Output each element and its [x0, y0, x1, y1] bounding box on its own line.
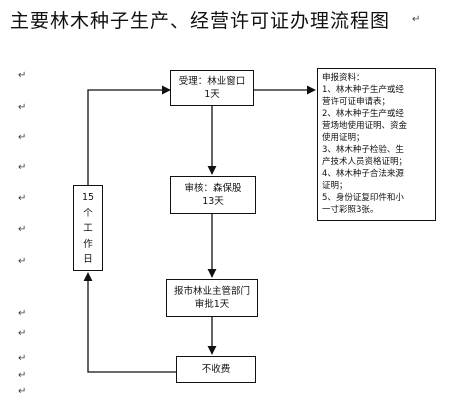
paragraph-mark: ↵	[18, 328, 27, 339]
workdays-node: 15 个 工 作 日	[73, 185, 103, 271]
materials-line: 4、林木种子合法来源	[322, 169, 404, 179]
materials-line: 1、林木种子生产或经	[322, 85, 404, 95]
paragraph-mark: ↵	[18, 132, 27, 143]
materials-box: 申报资料： 1、林木种子生产或经 营许可证申请表； 2、林木种子生产或经 营场地…	[317, 68, 436, 221]
materials-line: 2、林木种子生产或经	[322, 109, 404, 119]
workdays-line-3: 工	[83, 223, 93, 234]
paragraph-mark: ↵	[412, 14, 421, 25]
arrow-to-accept	[87, 85, 171, 185]
paragraph-mark: ↵	[18, 224, 27, 235]
materials-line: 产技术人员资格证明；	[322, 157, 408, 167]
review-node: 审核：森保股 13天	[170, 176, 256, 214]
paragraph-mark: ↵	[18, 308, 27, 319]
page-title: 主要林木种子生产、经营许可证办理流程图	[10, 10, 391, 32]
approve-node: 报市林业主管部门 审批1天	[166, 279, 258, 317]
paragraph-mark: ↵	[18, 102, 27, 113]
arrow-to-workdays	[83, 272, 176, 373]
fee-node: 不收费	[176, 356, 256, 383]
paragraph-mark: ↵	[18, 353, 27, 364]
accept-line-2: 1天	[204, 89, 220, 100]
paragraph-mark: ↵	[18, 162, 27, 173]
materials-line: 申报资料：	[322, 73, 365, 83]
fee-line-1: 不收费	[201, 364, 231, 375]
paragraph-mark: ↵	[18, 256, 27, 267]
materials-line: 3、林木种子检验、生	[322, 145, 404, 155]
paragraph-mark: ↵	[18, 370, 27, 381]
paragraph-mark: ↵	[18, 70, 27, 81]
paragraph-mark: ↵	[18, 386, 27, 397]
materials-line: 证明；	[322, 181, 348, 191]
paragraph-mark: ↵	[18, 193, 27, 204]
approve-line-2: 审批1天	[194, 299, 230, 310]
review-line-1: 审核：森保股	[184, 183, 242, 194]
workdays-line-4: 作	[83, 238, 93, 250]
materials-line: 营场地使用证明、资金	[322, 121, 408, 131]
materials-line: 使用证明；	[322, 133, 365, 143]
materials-line: 营许可证申请表；	[322, 97, 391, 107]
workdays-line-5: 日	[83, 254, 93, 265]
materials-line: 5、身份证复印件和小	[322, 193, 404, 203]
approve-line-1: 报市林业主管部门	[173, 286, 250, 297]
accept-node: 受理：林业窗口 1天	[170, 70, 254, 106]
workdays-line-2: 个	[83, 207, 93, 219]
workdays-line-1: 15	[81, 192, 95, 203]
materials-line: 一寸彩照3张。	[322, 205, 379, 215]
accept-line-1: 受理：林业窗口	[178, 76, 246, 87]
review-line-2: 13天	[202, 196, 224, 207]
